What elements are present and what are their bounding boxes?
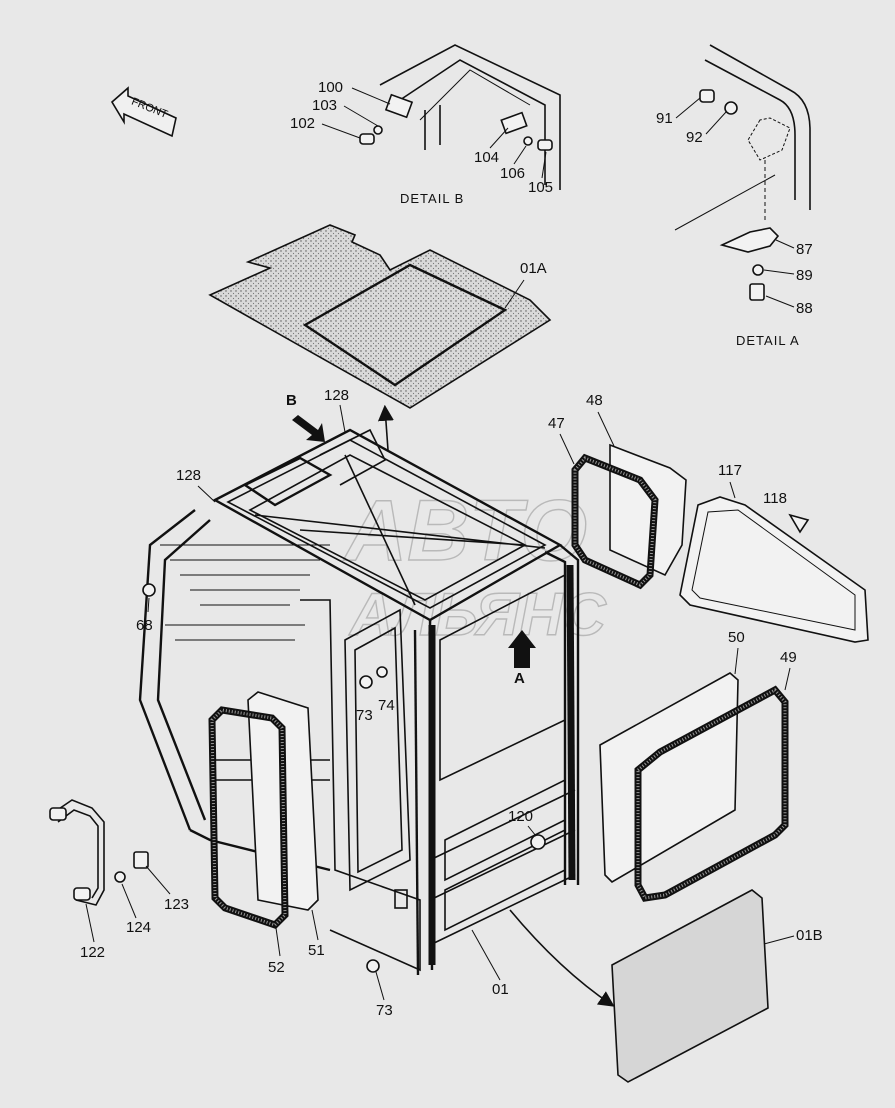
callout-88: 88 xyxy=(796,300,813,317)
callout-128-left: 128 xyxy=(176,467,201,484)
callout-106: 106 xyxy=(500,165,525,182)
cab-frame xyxy=(138,428,580,976)
callout-124: 124 xyxy=(126,919,151,936)
callout-01: 01 xyxy=(492,981,509,998)
callout-73-bottom: 73 xyxy=(376,1002,393,1019)
callout-118: 118 xyxy=(763,490,787,507)
roof-mat: 01A xyxy=(208,224,552,451)
detail-a-title: DETAIL A xyxy=(736,333,800,348)
svg-text:ABTO: ABTO xyxy=(343,483,587,579)
detail-a: 91 92 87 89 88 DETAIL A xyxy=(656,44,813,348)
callout-89: 89 xyxy=(796,267,813,284)
grab-handle: 122 124 123 xyxy=(49,799,189,961)
callout-103: 103 xyxy=(312,97,337,114)
detail-b: 100 103 102 104 106 105 DETAIL B xyxy=(290,44,561,206)
callout-01A: 01A xyxy=(520,260,547,277)
callout-105: 105 xyxy=(528,179,553,196)
callout-01B: 01B xyxy=(796,927,823,944)
callout-92: 92 xyxy=(686,129,703,146)
callout-117: 117 xyxy=(718,462,742,479)
callout-104: 104 xyxy=(474,149,499,166)
front-arrow-icon: FRONT xyxy=(110,86,177,138)
right-glass: 117 118 xyxy=(679,462,869,643)
callout-68: 68 xyxy=(136,617,153,634)
callout-123: 123 xyxy=(164,896,189,913)
view-marker-b: B xyxy=(286,392,297,409)
detail-b-title: DETAIL B xyxy=(400,191,464,206)
view-marker-a: A xyxy=(514,670,525,687)
lower-window-set: 50 49 xyxy=(599,629,797,902)
callout-52: 52 xyxy=(268,959,285,976)
callout-74: 74 xyxy=(378,697,395,714)
rear-window-set: 47 48 xyxy=(548,392,687,590)
callout-49: 49 xyxy=(780,649,797,666)
callout-100: 100 xyxy=(318,79,343,96)
callout-120: 120 xyxy=(508,808,533,825)
cab-callouts: B 128 128 A 68 73 74 120 73 01 xyxy=(136,387,615,1019)
door-window-set: 52 51 xyxy=(208,691,325,976)
callout-50: 50 xyxy=(728,629,745,646)
floor-mat: 01B xyxy=(611,889,823,1083)
callout-48: 48 xyxy=(586,392,603,409)
callout-122: 122 xyxy=(80,944,105,961)
callout-73-top: 73 xyxy=(356,707,373,724)
callout-87: 87 xyxy=(796,241,813,258)
callout-102: 102 xyxy=(290,115,315,132)
callout-47: 47 xyxy=(548,415,565,432)
callout-91: 91 xyxy=(656,110,673,127)
callout-128-top: 128 xyxy=(324,387,349,404)
callout-51: 51 xyxy=(308,942,325,959)
